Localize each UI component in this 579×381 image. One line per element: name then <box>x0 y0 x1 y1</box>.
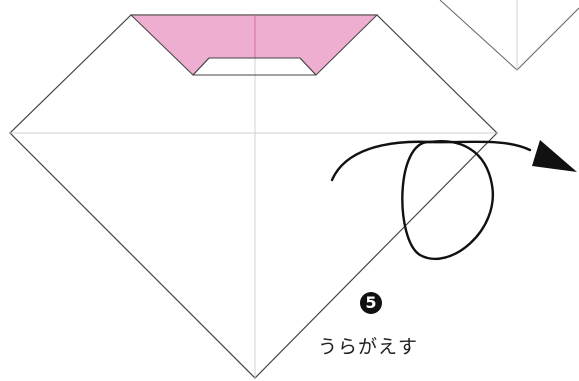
step-number-badge: 5 <box>360 292 382 314</box>
previous-step-paper <box>439 0 579 71</box>
step-caption: うらがえす <box>318 336 419 358</box>
turn-over-arrow-icon <box>330 140 577 261</box>
folded-paper <box>9 14 498 379</box>
flap-notch <box>192 57 317 76</box>
